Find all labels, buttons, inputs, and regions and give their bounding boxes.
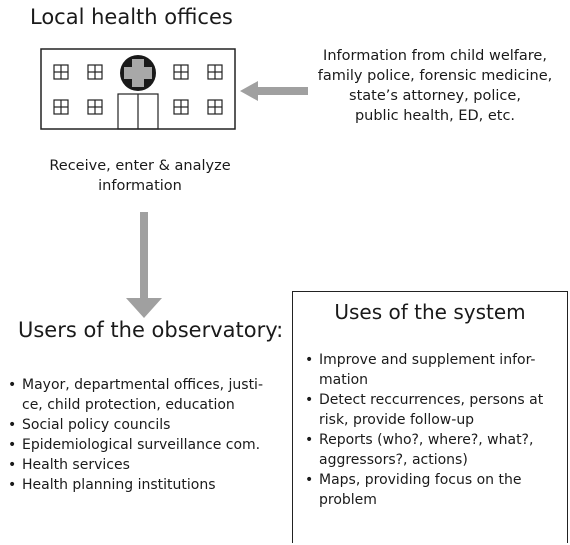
list-item-line: Mayor, departmental offices, justi- [22, 377, 264, 393]
info-line: state’s attorney, police, [349, 88, 521, 104]
list-item: Reports (who?, where?, what?, aggressors… [305, 430, 559, 470]
arrow-left-icon [240, 81, 308, 101]
local-health-offices-title: Local health offices [30, 5, 233, 29]
door-icon [117, 93, 159, 130]
information-sources-text: Information from child welfare, family p… [300, 46, 570, 126]
list-item: Epidemiological surveillance com. [8, 435, 288, 455]
list-item-line: aggressors?, actions) [319, 452, 468, 468]
info-line: family police, forensic medicine, [317, 68, 553, 84]
list-item: Improve and supplement infor- mation [305, 350, 559, 390]
users-list: Mayor, departmental offices, justi- ce, … [8, 375, 288, 495]
receive-line: Receive, enter & analyze [49, 158, 231, 174]
receive-line: information [98, 178, 182, 194]
list-item-line: Reports (who?, where?, what?, [319, 432, 534, 448]
uses-of-system-box: Uses of the system Improve and supplemen… [292, 291, 568, 543]
hospital-building-icon [40, 48, 236, 130]
list-item-line: mation [319, 372, 369, 388]
list-item: Health planning institutions [8, 475, 288, 495]
list-item: Mayor, departmental offices, justi- ce, … [8, 375, 288, 415]
list-item-line: problem [319, 492, 377, 508]
users-of-observatory-title: Users of the observatory: [18, 318, 284, 342]
list-item: Detect reccurrences, persons at risk, pr… [305, 390, 559, 430]
list-item: Maps, providing focus on the problem [305, 470, 559, 510]
arrow-down-icon [126, 212, 162, 318]
uses-list: Improve and supplement infor- mation Det… [305, 350, 559, 510]
list-item-line: Health planning institutions [22, 477, 216, 493]
receive-analyze-text: Receive, enter & analyze information [30, 156, 250, 196]
list-item-line: Health services [22, 457, 130, 473]
info-line: public health, ED, etc. [354, 108, 516, 124]
list-item-line: Social policy councils [22, 417, 171, 433]
list-item-line: Improve and supplement infor- [319, 352, 536, 368]
window-icon [53, 64, 223, 115]
list-item: Social policy councils [8, 415, 288, 435]
list-item-line: Maps, providing focus on the [319, 472, 522, 488]
list-item-line: Detect reccurrences, persons at [319, 392, 544, 408]
list-item: Health services [8, 455, 288, 475]
info-line: Information from child welfare, [323, 48, 547, 64]
uses-of-system-title: Uses of the system [334, 300, 526, 324]
list-item-line: ce, child protection, education [22, 397, 235, 413]
medical-cross-icon [120, 55, 156, 91]
list-item-line: risk, provide follow-up [319, 412, 475, 428]
list-item-line: Epidemiological surveillance com. [22, 437, 261, 453]
